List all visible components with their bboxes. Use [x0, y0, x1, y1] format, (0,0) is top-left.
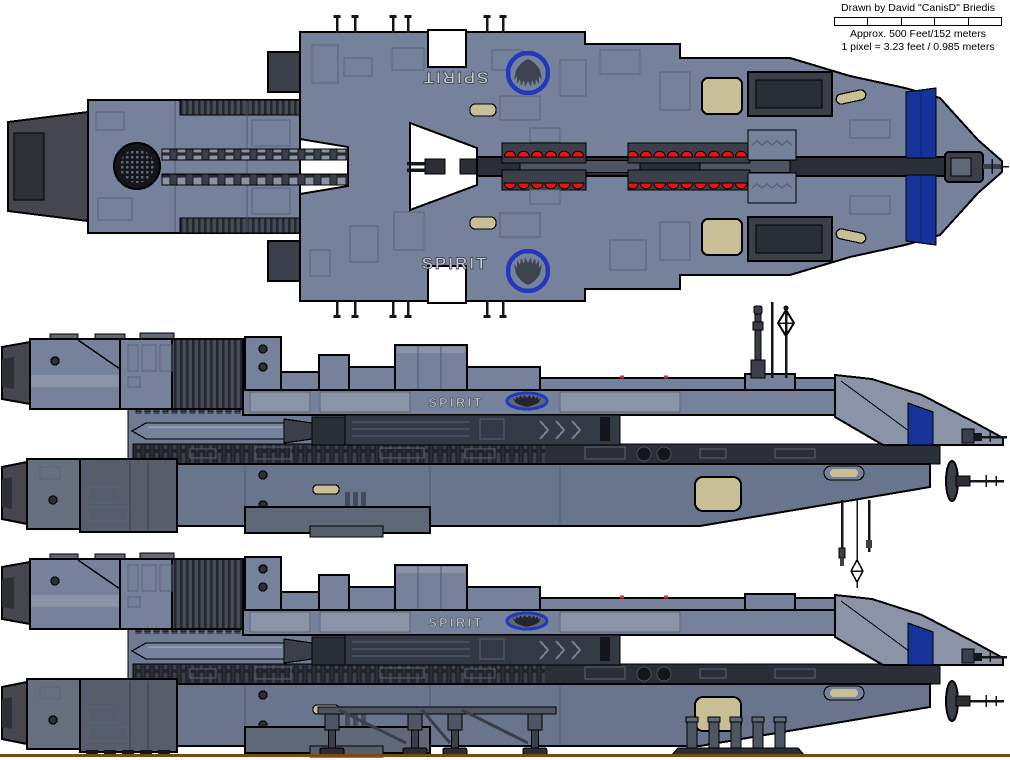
engine-housing	[87, 99, 306, 234]
pixel-scale-line: 1 pixel = 3.23 feet / 0.985 meters	[841, 41, 995, 53]
engine-pads	[86, 750, 170, 755]
tan-pill	[469, 216, 497, 230]
spine-pistons	[161, 173, 349, 186]
gear-beam	[317, 706, 557, 715]
lower-engine-nacelle	[1, 458, 178, 533]
gear-leg	[319, 713, 345, 756]
dorsal-mast-diamond	[776, 305, 796, 378]
spirit-crest-top	[505, 50, 551, 96]
dish-antenna	[945, 460, 1004, 502]
ship-name-label-side: SPIRIT	[428, 396, 483, 410]
window-pill	[312, 484, 340, 495]
center-turret	[407, 158, 479, 175]
tan-hatch	[701, 218, 743, 256]
panel-greebles	[309, 44, 891, 277]
gear-leg	[442, 713, 468, 756]
bow-blue-panels	[905, 87, 937, 246]
main-engine-nozzle	[7, 110, 89, 223]
lower-hull-band	[176, 463, 931, 538]
radiator-fins	[135, 445, 545, 464]
landing-gear	[86, 706, 806, 756]
hull-masts	[333, 15, 507, 318]
upper-engine-nacelle	[1, 332, 246, 410]
tan-pill	[835, 89, 867, 105]
front-skid	[670, 716, 806, 756]
credit-line: Drawn by David "CanisD" Briedis	[841, 2, 995, 14]
exposed-machinery	[344, 414, 621, 446]
scale-bar	[834, 17, 1002, 26]
side-view-antennas	[750, 302, 872, 588]
bow-section	[834, 373, 1007, 446]
belt-greebles	[189, 446, 816, 462]
top-view: SPIRIT SPIRIT	[7, 15, 1009, 318]
ventral-antennas	[838, 500, 872, 588]
canopy-panel	[747, 71, 833, 262]
dorsal-mast-thick	[750, 305, 766, 379]
spirit-crest-side	[505, 391, 549, 411]
spirit-crest-bottom	[505, 248, 551, 294]
ship-name-label: SPIRIT	[422, 254, 489, 273]
bow-blue-panel	[907, 402, 934, 446]
window-panel	[694, 476, 742, 512]
spine-pistons	[161, 148, 349, 161]
side-pod	[267, 51, 303, 93]
tan-pill	[469, 103, 497, 117]
hull-notch	[427, 29, 467, 68]
gear-leg	[522, 713, 548, 756]
length-line: Approx. 500 Feet/152 meters	[850, 28, 986, 40]
hull-notch	[427, 265, 467, 304]
caption: Drawn by David "CanisD" Briedis Approx. …	[830, 2, 1006, 54]
hull-cutout	[299, 137, 349, 196]
gear-leg	[402, 713, 428, 756]
tan-pill	[835, 228, 867, 244]
side-view: SPIRIT	[1, 332, 1007, 538]
red-marker-lights	[501, 142, 751, 191]
wave-panel	[747, 129, 797, 204]
bow-probe	[944, 151, 1009, 183]
ground-line	[0, 754, 1010, 757]
upper-hull-band: SPIRIT	[242, 389, 884, 416]
tan-hatch	[701, 77, 743, 115]
window-pill	[830, 469, 858, 477]
ship-name-label-mirrored: SPIRIT	[422, 68, 489, 87]
side-pod	[267, 240, 303, 282]
